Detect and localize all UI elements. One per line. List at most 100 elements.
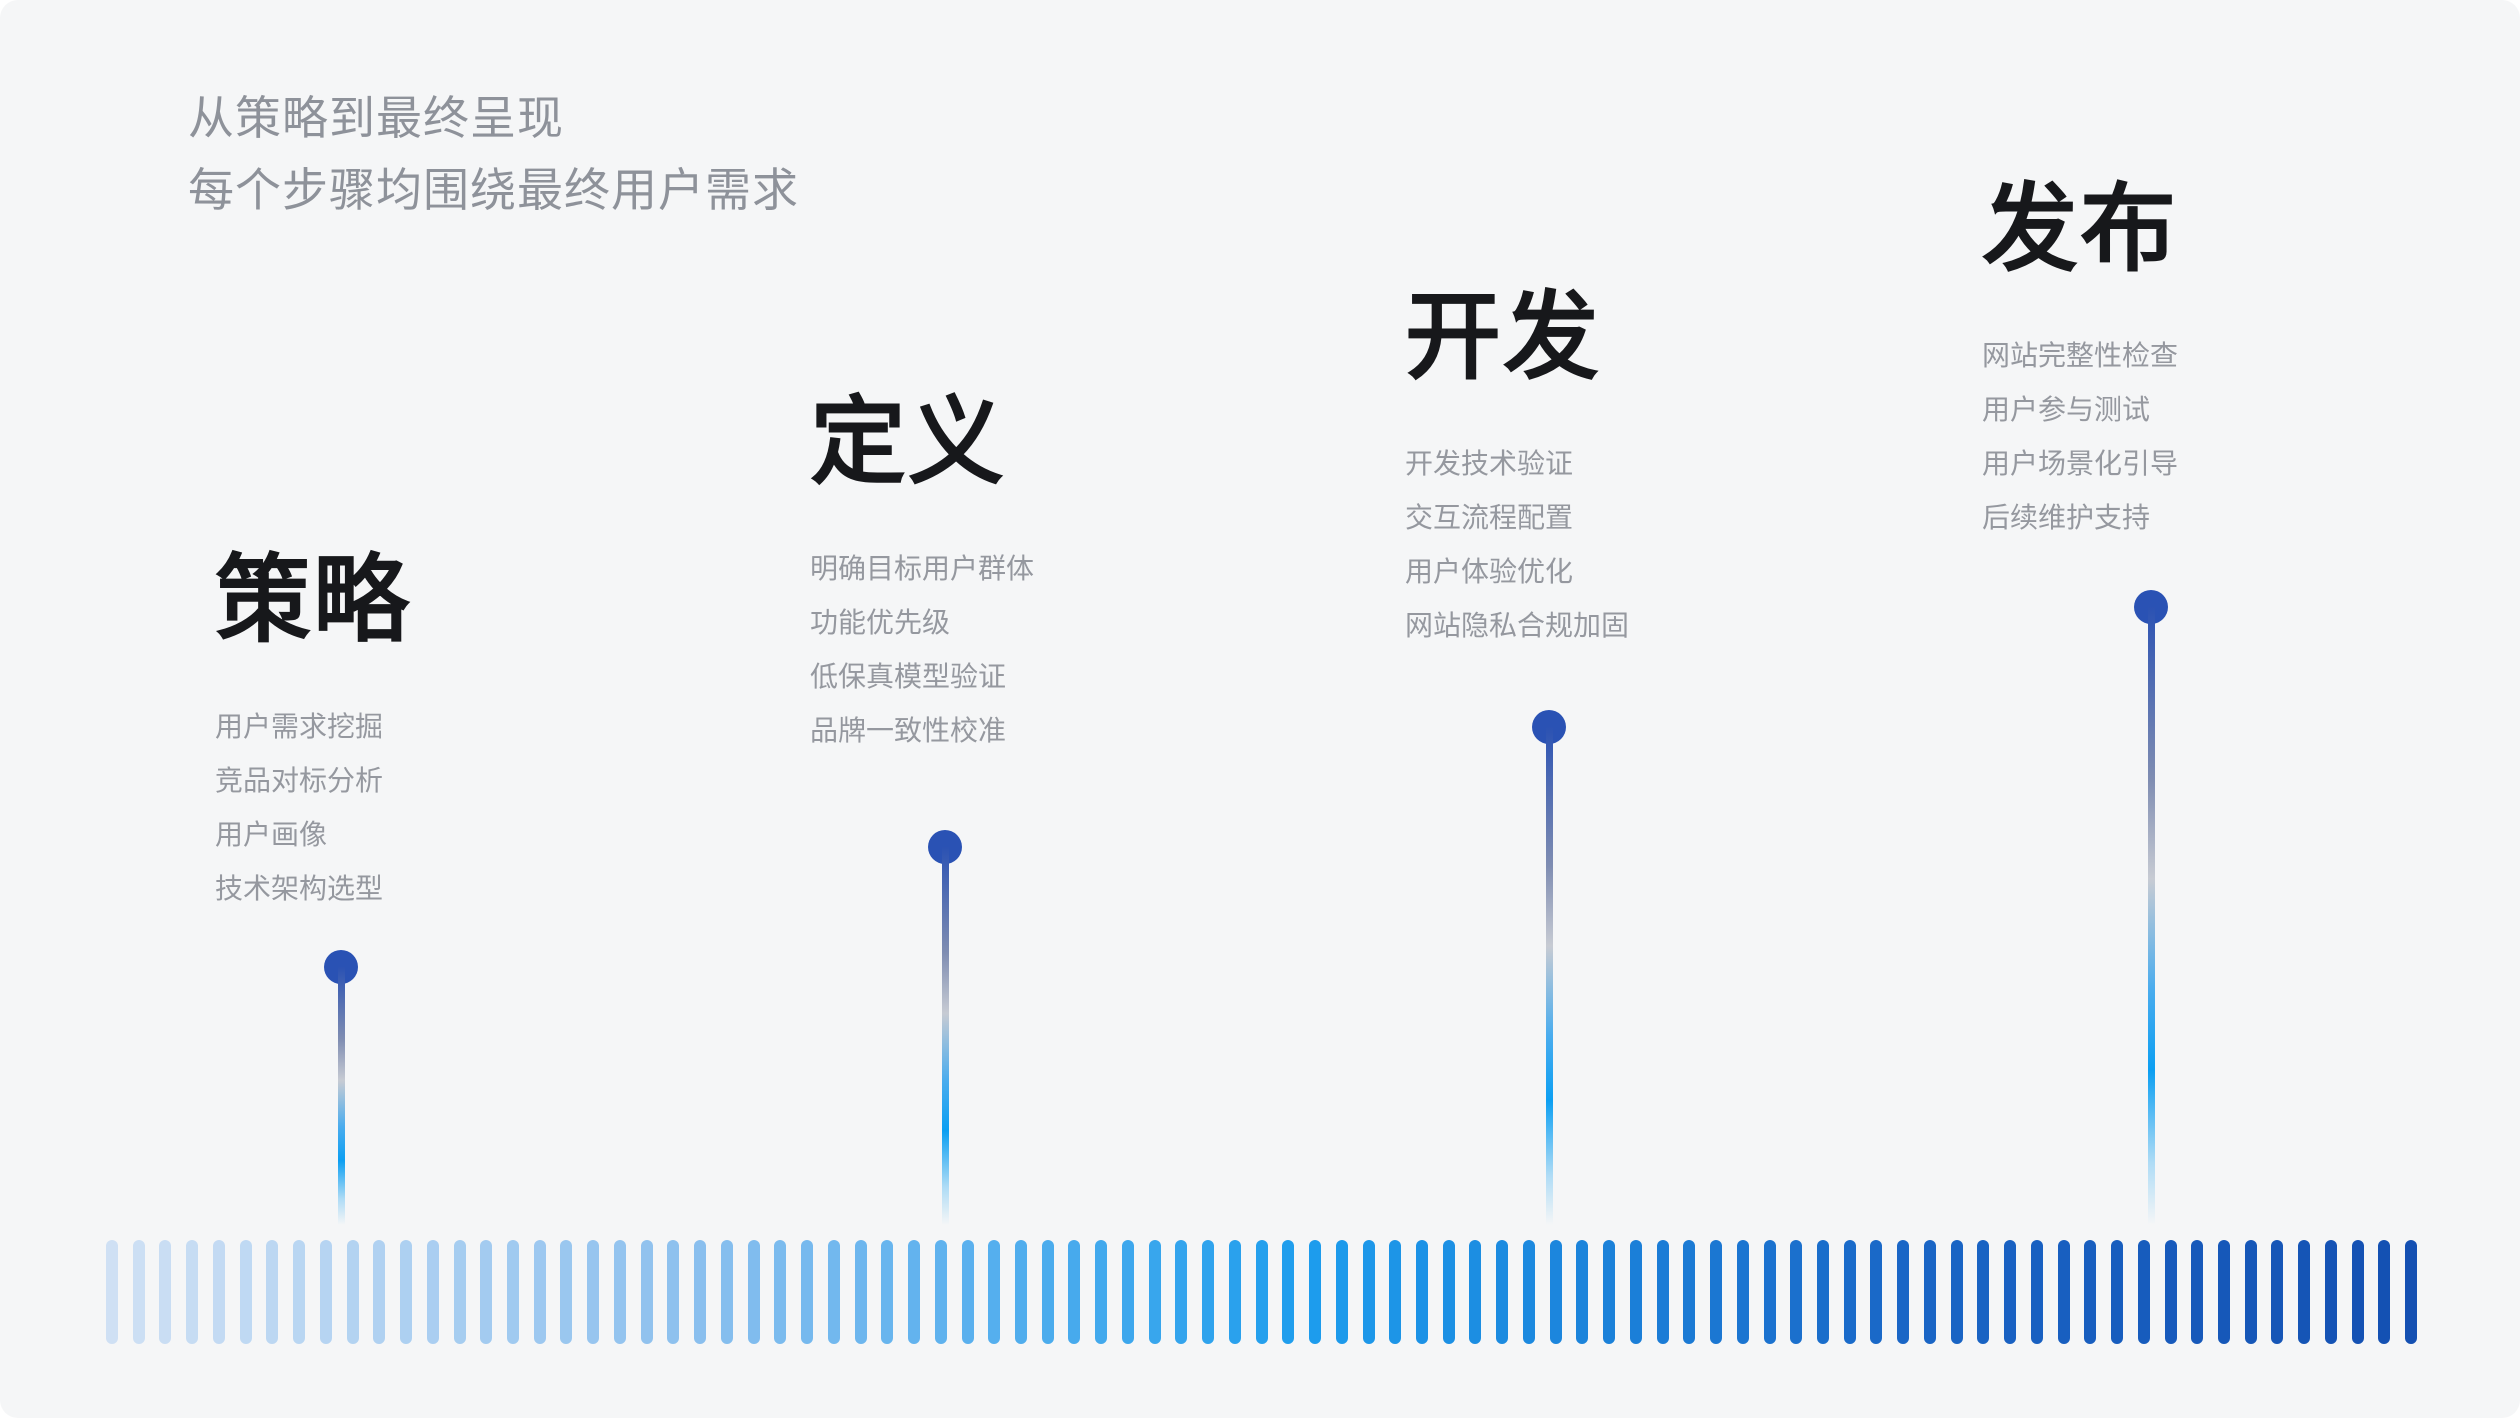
stage-item: 功能优先级 xyxy=(810,607,951,638)
timeline-tick xyxy=(587,1240,600,1344)
timeline-tick xyxy=(1496,1240,1509,1344)
timeline-tick xyxy=(453,1240,466,1344)
timeline-tick xyxy=(2137,1240,2150,1344)
timeline-tick xyxy=(774,1240,787,1344)
stage-item: 低保真模型验证 xyxy=(810,661,1007,692)
timeline-tick-bar xyxy=(106,1240,2418,1344)
timeline-tick xyxy=(480,1240,493,1344)
stage-item-list: 用户需求挖掘 竞品对标分析 用户画像 技术架构选型 xyxy=(215,700,383,916)
timeline-tick xyxy=(694,1240,707,1344)
timeline-tick xyxy=(2378,1240,2391,1344)
timeline-tick xyxy=(854,1240,867,1344)
stage-item-list: 网站完整性检查 用户参与测试 用户场景化引导 后续维护支持 xyxy=(1982,329,2178,545)
stage-item: 网站隐私合规加固 xyxy=(1405,610,1630,641)
timeline-tick xyxy=(1335,1240,1348,1344)
timeline-tick xyxy=(1415,1240,1428,1344)
page-header: 从策略到最终呈现 每个步骤均围绕最终用户需求 xyxy=(188,82,799,226)
timeline-tick xyxy=(106,1240,118,1344)
stage-item: 用户场景化引导 xyxy=(1982,448,2179,479)
timeline-stem xyxy=(1546,727,1553,1225)
timeline-tick xyxy=(2298,1240,2311,1344)
timeline-tick xyxy=(1977,1240,1990,1344)
timeline-tick xyxy=(2324,1240,2337,1344)
timeline-tick xyxy=(1763,1240,1776,1344)
timeline-tick xyxy=(560,1240,573,1344)
stage-item: 竞品对标分析 xyxy=(215,765,384,796)
stage-item: 用户画像 xyxy=(215,819,328,850)
timeline-tick xyxy=(1469,1240,1482,1344)
stage-item: 明确目标用户群体 xyxy=(810,553,1035,584)
timeline-tick xyxy=(1656,1240,1669,1344)
timeline-tick xyxy=(1817,1240,1829,1344)
timeline-tick xyxy=(908,1240,921,1344)
timeline-tick xyxy=(507,1240,520,1344)
timeline-tick xyxy=(400,1240,413,1344)
stage-title: 开发 xyxy=(1405,284,1601,391)
timeline-tick xyxy=(1629,1240,1642,1344)
timeline-tick xyxy=(1683,1240,1696,1344)
stage-item: 品牌一致性校准 xyxy=(810,715,1007,746)
timeline-tick xyxy=(1228,1240,1241,1344)
header-line-1: 从策略到最终呈现 xyxy=(188,92,564,144)
timeline-tick xyxy=(1362,1240,1375,1344)
timeline-tick xyxy=(2244,1240,2257,1344)
timeline-tick xyxy=(1522,1240,1535,1344)
timeline-stem xyxy=(338,967,345,1225)
stage-item: 用户需求挖掘 xyxy=(215,711,384,742)
timeline-tick xyxy=(1282,1240,1295,1344)
stage-item: 技术架构选型 xyxy=(215,873,384,904)
timeline-tick xyxy=(1923,1240,1936,1344)
timeline-tick xyxy=(1790,1240,1803,1344)
timeline-tick xyxy=(2111,1240,2124,1344)
timeline-tick xyxy=(2004,1240,2017,1344)
stage-item: 网站完整性检查 xyxy=(1982,340,2179,371)
timeline-tick xyxy=(720,1240,733,1344)
stage-item: 开发技术验证 xyxy=(1405,448,1574,479)
stage-item-list: 开发技术验证 交互流程配置 用户体验优化 网站隐私合规加固 xyxy=(1405,437,1629,653)
header-line-2: 每个步骤均围绕最终用户需求 xyxy=(188,164,799,216)
timeline-tick xyxy=(827,1240,840,1344)
timeline-tick xyxy=(293,1240,306,1344)
stage-item: 交互流程配置 xyxy=(1405,502,1574,533)
timeline-tick xyxy=(1095,1240,1108,1344)
timeline-tick xyxy=(1897,1240,1910,1344)
timeline-tick xyxy=(1389,1240,1402,1344)
timeline-stem xyxy=(942,847,949,1225)
timeline-tick xyxy=(266,1240,279,1344)
timeline-tick xyxy=(212,1240,225,1344)
timeline-tick xyxy=(1736,1240,1749,1344)
stage-title: 定义 xyxy=(810,389,1006,496)
timeline-tick xyxy=(1576,1240,1589,1344)
timeline-tick xyxy=(373,1240,386,1344)
timeline-tick xyxy=(239,1240,252,1344)
timeline-tick xyxy=(1148,1240,1161,1344)
timeline-tick xyxy=(2218,1240,2231,1344)
stage-title: 发布 xyxy=(1982,176,2178,283)
stage-item: 后续维护支持 xyxy=(1982,502,2151,533)
timeline-tick xyxy=(1041,1240,1054,1344)
timeline-tick xyxy=(2030,1240,2043,1344)
timeline-tick xyxy=(1175,1240,1188,1344)
timeline-tick xyxy=(1442,1240,1455,1344)
timeline-tick xyxy=(2164,1240,2177,1344)
timeline-tick xyxy=(1603,1240,1616,1344)
timeline-tick xyxy=(1121,1240,1134,1344)
timeline-tick xyxy=(961,1240,974,1344)
timeline-tick xyxy=(934,1240,947,1344)
timeline-tick xyxy=(988,1240,1001,1344)
stage-item: 用户参与测试 xyxy=(1982,394,2151,425)
timeline-tick xyxy=(1202,1240,1215,1344)
stage-title: 策略 xyxy=(215,547,411,654)
timeline-tick xyxy=(2084,1240,2097,1344)
stage-item-list: 明确目标用户群体 功能优先级 低保真模型验证 品牌一致性校准 xyxy=(810,542,1034,758)
timeline-tick xyxy=(1710,1240,1723,1344)
timeline-tick xyxy=(319,1240,332,1344)
timeline-tick xyxy=(1068,1240,1081,1344)
timeline-tick xyxy=(426,1240,439,1344)
timeline-tick xyxy=(346,1240,359,1344)
timeline-stem xyxy=(2148,607,2155,1225)
timeline-tick xyxy=(2191,1240,2204,1344)
timeline-tick xyxy=(1870,1240,1883,1344)
timeline-tick xyxy=(613,1240,626,1344)
